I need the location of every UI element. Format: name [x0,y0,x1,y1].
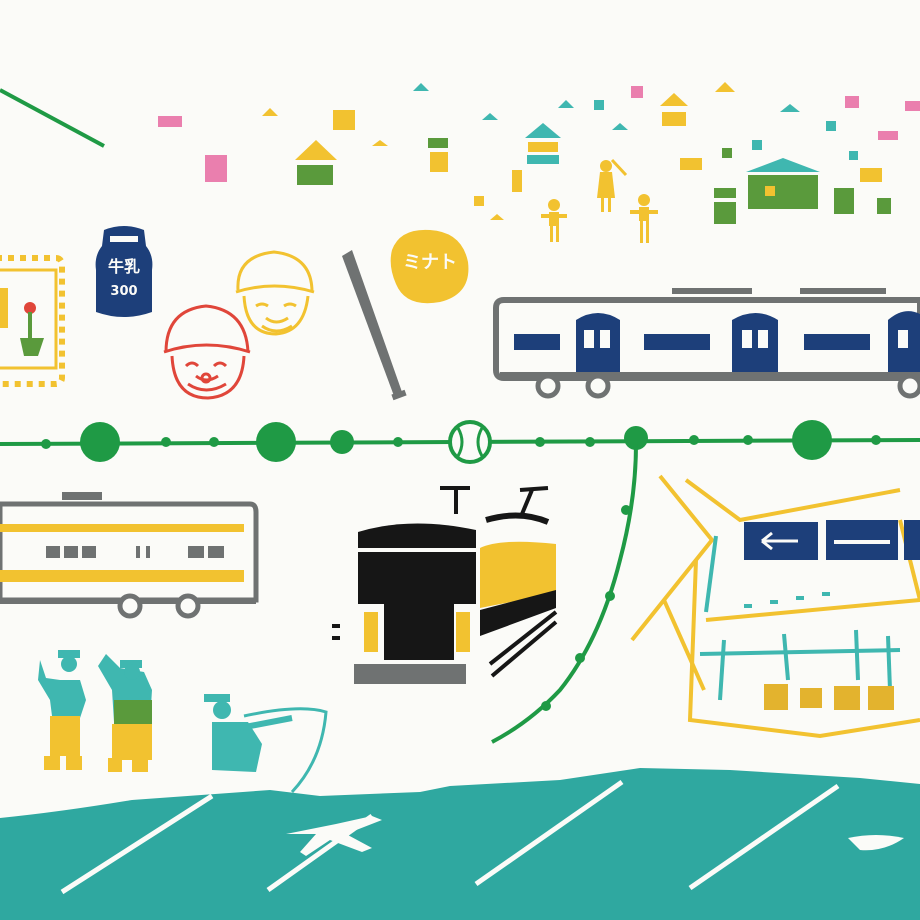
houses-icon [158,82,920,224]
baseball-glove-icon: ミナト [390,229,469,304]
milk-can-label: 300 [110,284,137,299]
runway-sea-icon [0,768,920,920]
spectators-icon [38,650,152,772]
direction-sign-icon [744,520,920,560]
station-building-icon [630,474,920,739]
blue-train-icon [493,288,920,399]
glove-text: ミナト [403,252,457,273]
decorative-stroke [0,88,105,148]
shrine-box-icon [0,255,65,387]
baseball-icon [448,420,492,464]
baseball-bat-icon [342,250,407,401]
milk-can-icon: 牛乳 300 [95,226,153,317]
tram-icon [332,486,558,684]
children-icon [541,158,658,243]
yellow-train-icon [0,492,259,619]
svg-text:牛乳: 牛乳 [108,257,140,276]
fisherman-icon [204,694,328,794]
ebisu-face-icon [163,304,251,400]
boat-icon [848,835,904,851]
ebisu-face-outline-icon [235,250,315,336]
airplane-icon [286,816,382,856]
